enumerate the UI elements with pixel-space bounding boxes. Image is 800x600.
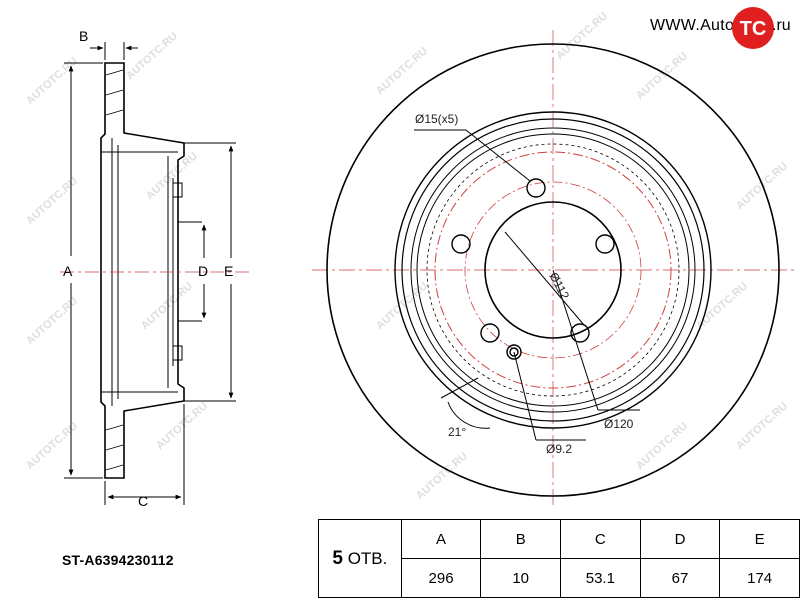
disc-profile-outline (100, 62, 185, 479)
watermark-text: AUTOTC.RU (139, 280, 195, 332)
side-view (60, 62, 250, 479)
value-b: 10 (480, 558, 561, 598)
watermark-text: AUTOTC.RU (634, 420, 690, 472)
watermark-text: AUTOTC.RU (24, 175, 80, 227)
watermark-layer: AUTOTC.RU AUTOTC.RU AUTOTC.RU AUTOTC.RU AUTO… (24, 10, 790, 502)
brand-suffix: .ru (772, 17, 791, 34)
header-c: C (560, 519, 641, 559)
watermark-text: AUTOTC.RU (144, 150, 200, 202)
callout-angle: 21° (448, 425, 466, 439)
bolt-circle (464, 181, 642, 359)
dim-label-b: B (79, 28, 88, 44)
value-e: 174 (719, 558, 800, 598)
spec-table: 5 ОТВ. A B C D E 296 10 53.1 67 174 (318, 519, 800, 598)
front-view (312, 30, 796, 505)
logo-letters: TC (740, 18, 767, 40)
value-a: 296 (400, 558, 482, 598)
watermark-text: AUTOTC.RU (734, 160, 790, 212)
callout-small-hole: Ø9.2 (546, 442, 572, 456)
brand-url: WWW.Auto (650, 17, 734, 35)
value-c: 53.1 (560, 558, 641, 598)
watermark-text: AUTOTC.RU (634, 50, 690, 102)
front-callouts: Ø15(x5) Ø112 Ø120 Ø9.2 21° (415, 112, 634, 456)
autotc-logo-icon: TC (732, 7, 774, 49)
value-d: 67 (639, 558, 721, 598)
small-locating-hole (506, 344, 522, 360)
watermark-text: AUTOTC.RU (154, 400, 210, 452)
dim-label-a: A (63, 263, 73, 279)
watermark-text: AUTOTC.RU (124, 30, 180, 82)
spec-value-row: 296 10 53.1 67 174 (319, 558, 800, 598)
brand-prefix: WWW.Auto (650, 17, 735, 34)
watermark-text: AUTOTC.RU (734, 400, 790, 452)
watermark-text: AUTOTC.RU (24, 295, 80, 347)
watermark-text: AUTOTC.RU (24, 420, 80, 472)
holes-label: ОТВ. (347, 548, 388, 568)
bolt-holes (451, 178, 615, 360)
side-dimensions (64, 42, 236, 505)
header-d: D (639, 519, 721, 559)
header-a: A (400, 519, 482, 559)
watermark-text: AUTOTC.RU (374, 45, 430, 97)
disc-outer-edge (326, 43, 780, 497)
holes-count: 5 (332, 547, 343, 569)
part-number: ST-A6394230112 (62, 552, 174, 568)
dim-label-d: D (198, 263, 208, 279)
holes-cell: 5 ОТВ. (318, 519, 402, 598)
dim-label-e: E (224, 263, 233, 279)
spec-header-row: 5 ОТВ. A B C D E (318, 519, 800, 598)
header-b: B (480, 519, 561, 559)
side-labels: A B C D E (63, 28, 233, 509)
dim-label-c: C (138, 493, 148, 509)
callout-hub-diameter: Ø120 (604, 417, 634, 431)
header-e: E (719, 519, 800, 559)
center-bore (484, 201, 622, 339)
watermark-text: AUTOTC.RU (554, 10, 610, 62)
callout-hole-diameter: Ø15(x5) (415, 112, 458, 126)
